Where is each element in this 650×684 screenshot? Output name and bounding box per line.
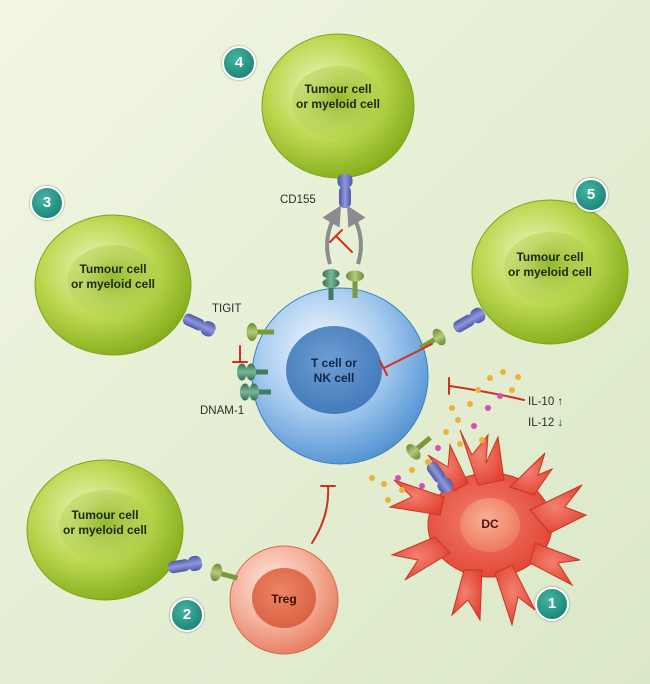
badge-2: 2 — [170, 598, 204, 632]
tumour-cell-2-label: Tumour cell or myeloid cell — [62, 508, 148, 537]
tumour-cell-3-label: Tumour cell or myeloid cell — [70, 262, 156, 291]
tigit-label: TIGIT — [212, 303, 242, 315]
t-nk-cell-label: T cell or NK cell — [310, 356, 357, 385]
cd155-label: CD155 — [280, 194, 316, 206]
dnam1-label: DNAM-1 — [200, 405, 245, 417]
t-nk-cell — [251, 287, 429, 465]
cd155-ligand-4 — [337, 174, 353, 208]
arrow-tigit-cd155 — [346, 205, 366, 265]
il12-label: IL-12 ↓ — [528, 417, 564, 429]
cytokine-dots — [369, 369, 521, 503]
tumour-cell-4-label: Tumour cell or myeloid cell — [295, 82, 381, 111]
treg-label: Treg — [271, 592, 297, 606]
tumour-cell-2 — [26, 459, 184, 601]
cd155-ligand-5 — [450, 305, 488, 336]
badge-5: 5 — [574, 178, 608, 212]
arrow-dnam1-cd155 — [322, 205, 342, 265]
inhibition-left — [232, 345, 248, 363]
tumour-cell-5-label: Tumour cell or myeloid cell — [507, 250, 593, 279]
tumour-cell-4 — [261, 33, 415, 179]
inhibition-cytokines — [448, 377, 525, 401]
treg-cell — [229, 545, 339, 655]
tumour-cell-3 — [34, 214, 192, 356]
badge-3: 3 — [30, 186, 64, 220]
inhibition-into-tcell — [379, 343, 433, 376]
il10-label: IL-10 ↑ — [528, 396, 564, 408]
dendritic-cell — [388, 429, 588, 627]
inhibition-treg — [311, 485, 336, 544]
tumour-cell-5 — [471, 199, 629, 345]
badge-1: 1 — [535, 587, 569, 621]
inhibition-top — [329, 229, 353, 253]
dc-label: DC — [481, 517, 499, 531]
badge-4: 4 — [222, 46, 256, 80]
